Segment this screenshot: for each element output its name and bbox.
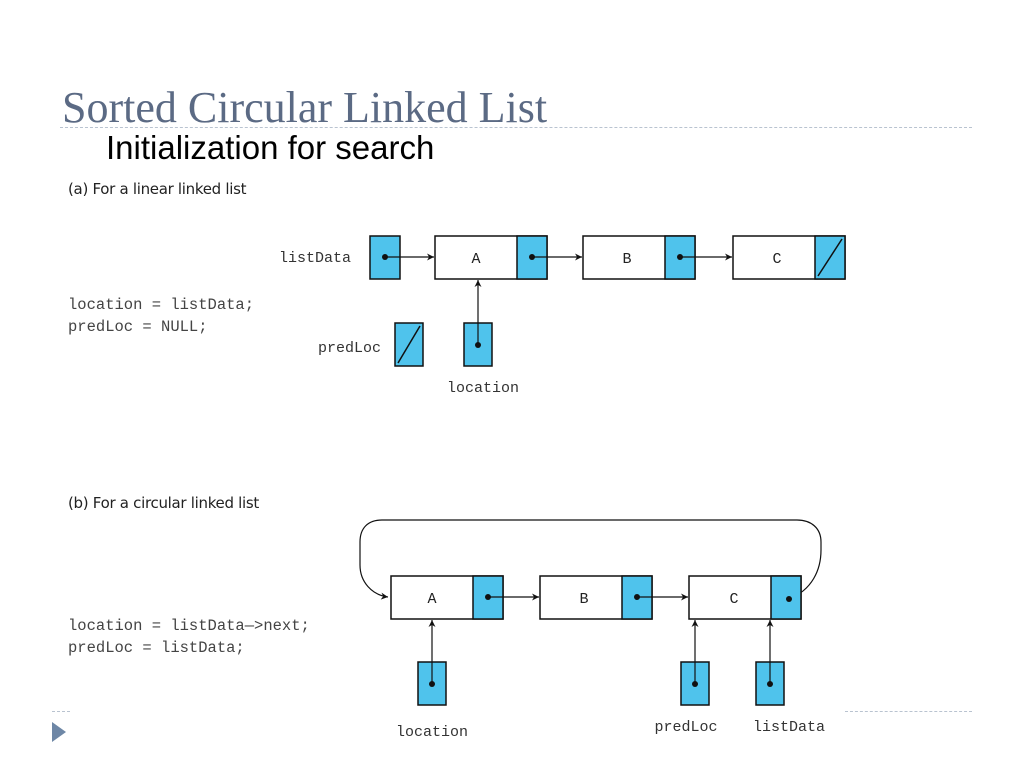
footer-divider-left [52,711,70,712]
null-slash-icon [397,325,421,364]
circular-link-arrow [359,519,822,600]
panel-b-node-b: B [539,575,653,620]
title-divider [60,127,972,128]
panel-a-predloc-pointer [394,322,424,367]
null-slash-icon [817,238,843,277]
panel-a-label: (a) For a linear linked list [68,180,247,198]
slide-subtitle: Initialization for search [106,129,435,166]
panel-b-predloc-label: predLoc [654,719,717,736]
panel-b-node-b-value: B [579,591,588,608]
panel-b-diagram: A B C location [359,519,825,741]
panel-a-diagram: listData A B [279,235,846,397]
panel-a-node-c-value: C [772,251,781,268]
panel-a-location-label: location [447,380,519,397]
panel-b-code: location = listData—>next; predLoc = list… [68,615,310,659]
panel-a-node-a: A [434,235,548,280]
panel-b-node-a: A [390,575,504,620]
panel-a-node-b: B [582,235,696,280]
panel-b-node-a-value: A [427,591,436,608]
panel-b-location-label: location [396,724,468,741]
panel-b-node-c: C [688,575,802,620]
panel-a-node-a-value: A [471,251,480,268]
bullet-triangle-icon [52,722,66,742]
panel-b-code-line-1: location = listData—>next; [68,617,310,635]
panel-a-node-b-value: B [622,251,631,268]
footer-divider-right [845,711,972,712]
panel-a-code-line-1: location = listData; [68,296,255,314]
slide-title: Sorted Circular Linked List [62,83,548,132]
panel-a-node-c: C [732,235,846,280]
panel-b-label: (b) For a circular linked list [68,494,260,512]
panel-a-predloc-label: predLoc [318,340,381,357]
panel-a-code-line-2: predLoc = NULL; [68,318,208,336]
panel-b-listdata-label: listData [753,719,825,736]
panel-b-code-line-2: predLoc = listData; [68,639,245,657]
panel-a-code: location = listData; predLoc = NULL; [68,294,254,338]
panel-a-listdata-label: listData [279,250,351,267]
panel-b-node-c-value: C [729,591,738,608]
